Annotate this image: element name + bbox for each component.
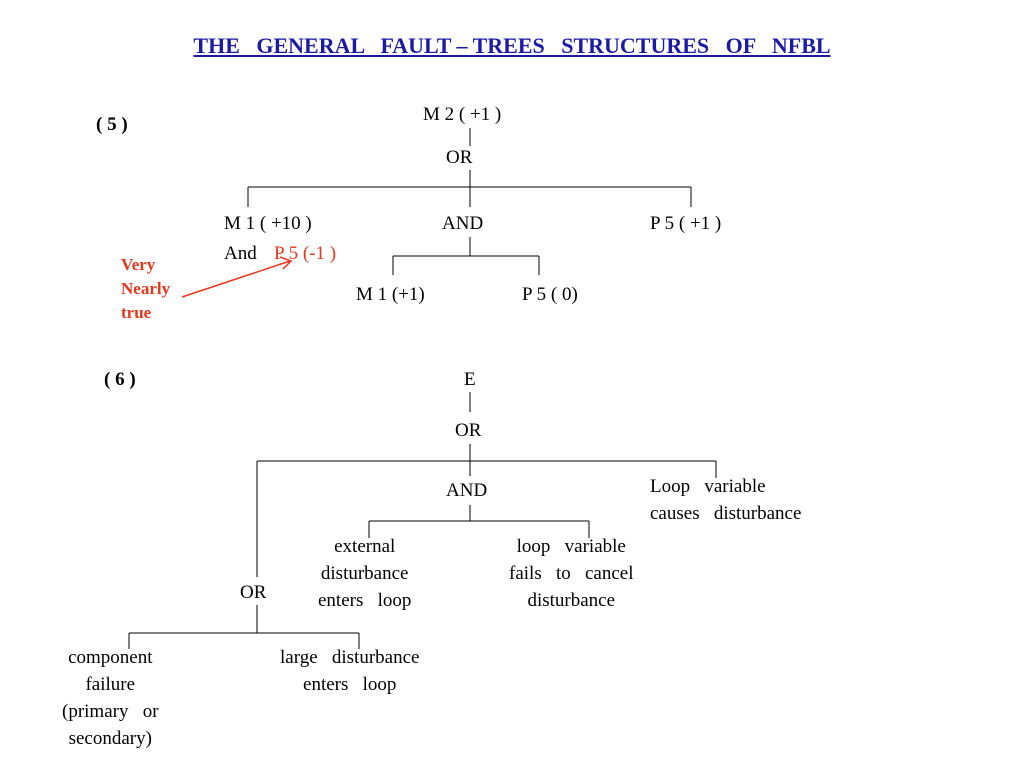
node-m1-plus10: M 1 ( +10 ) [224,213,312,234]
gate-or-6: OR [455,420,482,441]
gate-or-6b: OR [240,582,267,603]
node-p5-plus1: P 5 ( +1 ) [650,213,722,234]
gate-and-6: AND [446,480,488,501]
node-external-disturbance: external disturbance enters loop [318,536,412,611]
annotation-arrow [181,256,293,298]
node-p5-zero: P 5 ( 0) [522,284,578,305]
gate-or-5: OR [446,147,473,168]
node-m2: M 2 ( +1 ) [423,104,502,125]
node-component-failure: component failure (primary or secondary) [62,647,159,749]
node-m1-plus1: M 1 (+1) [356,284,425,305]
node-e: E [464,369,476,390]
gate-and-5: AND [442,213,484,234]
annotation-very-nearly-true: Very Nearly true [121,255,171,322]
page-title: THE GENERAL FAULT – TREES STRUCTURES OF … [193,33,831,58]
node-and-connector: And [224,243,257,264]
node-loop-variable-causes: Loop variable causes disturbance [650,476,802,524]
node-large-disturbance: large disturbance enters loop [280,647,420,695]
node-loop-variable-fails: loop variable fails to cancel disturbanc… [509,536,634,611]
node-p5-minus1: P 5 (-1 ) [274,243,337,264]
tree6-label: ( 6 ) [104,369,136,390]
tree5-label: ( 5 ) [96,114,128,135]
